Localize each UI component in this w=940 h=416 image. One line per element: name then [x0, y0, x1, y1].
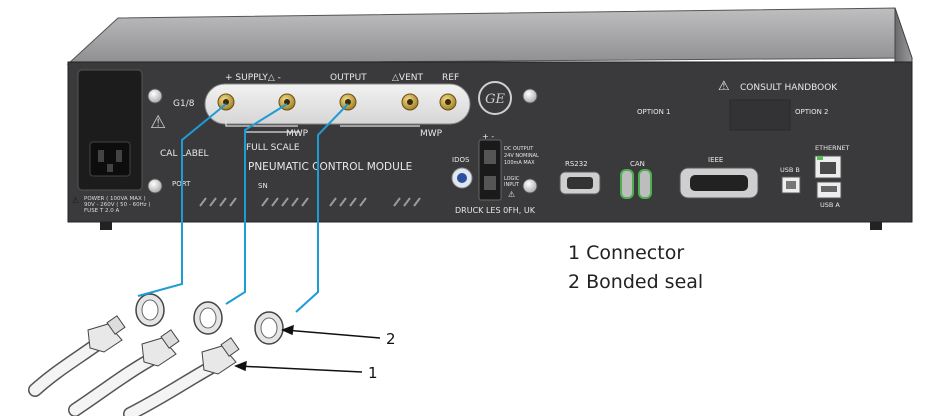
ieee-label: IEEE — [708, 156, 723, 164]
legend-item-connector: 1 Connector — [568, 242, 684, 264]
mwp-right-label: MWP — [420, 129, 443, 139]
bonded-seal — [254, 311, 284, 345]
power-text-2: 90V - 260V ( 50 - 60Hz ) — [84, 202, 151, 208]
option-1-label: OPTION 1 — [637, 108, 671, 116]
ethernet-port[interactable] — [814, 155, 842, 179]
power-text-1: POWER ( 100VA MAX ) — [84, 196, 146, 202]
module-title: PNEUMATIC CONTROL MODULE — [248, 161, 412, 173]
consult-handbook-label: CONSULT HANDBOOK — [740, 83, 838, 93]
callout-2: 2 — [386, 330, 396, 348]
port-labels: G1/8 + SUPPLY△ - OUTPUT △VENT REF MWP MW… — [160, 73, 459, 190]
idos-port[interactable] — [451, 167, 473, 189]
hose-connectors — [28, 315, 240, 416]
svg-text:+ -: + - — [482, 132, 494, 141]
dc-spec-1: 24V NOMINAL — [504, 153, 539, 159]
manufacturer-label: DRUCK LES 0FH, UK — [455, 206, 536, 215]
usb-b-label: USB B — [780, 166, 800, 174]
connector — [123, 337, 240, 416]
bonded-seal — [135, 293, 165, 327]
vent-label: △VENT — [392, 73, 423, 83]
option-2-label: OPTION 2 — [795, 108, 829, 116]
usb-a-label: USB A — [820, 201, 840, 209]
usb-a-port[interactable] — [816, 181, 842, 199]
svg-text:⚠: ⚠ — [718, 79, 730, 94]
pressure-port-plate — [204, 83, 471, 125]
panel-screws — [147, 88, 538, 194]
cal-label: CAL LABEL — [160, 149, 209, 159]
logic-input-label: LOGIC — [504, 176, 520, 182]
usb-b-port[interactable] — [781, 176, 801, 194]
comms-labels: ⚠ CONSULT HANDBOOK OPTION 1 OPTION 2 RS2… — [565, 79, 850, 209]
rs232-label: RS232 — [565, 160, 588, 168]
warning-icon: ⚠ — [150, 112, 166, 133]
svg-text:GE: GE — [485, 92, 505, 107]
mwp-left-label: MWP — [286, 129, 309, 139]
full-scale-label: FULL SCALE — [246, 143, 300, 153]
rs232-port[interactable] — [559, 171, 601, 195]
legend: 1 Connector 2 Bonded seal — [568, 242, 703, 293]
ieee-port[interactable] — [679, 167, 759, 199]
ge-logo: GE — [478, 81, 512, 115]
ethernet-label: ETHERNET — [815, 144, 850, 152]
bonded-seal — [193, 301, 223, 335]
bonded-seals — [135, 293, 284, 345]
legend-item-bonded-seal: 2 Bonded seal — [568, 271, 703, 293]
power-rating-label: ⚠ POWER ( 100VA MAX ) 90V - 260V ( 50 - … — [72, 196, 151, 214]
output-label: OUTPUT — [330, 73, 367, 83]
serial-strip — [199, 197, 421, 207]
logic-input-label-2: INPUT — [504, 182, 520, 188]
can-label: CAN — [630, 160, 645, 168]
callout-1: 1 — [368, 364, 378, 382]
can-ports[interactable] — [620, 169, 652, 199]
pressure-ports[interactable] — [217, 93, 457, 111]
ref-label: REF — [442, 73, 459, 83]
callout-arrows — [234, 324, 381, 373]
serial-number-label: SN — [258, 182, 268, 190]
option-slot — [729, 99, 791, 131]
dc-output-labels: + - DC OUTPUT 24V NOMINAL 100mA MAX LOGI… — [482, 132, 539, 199]
g18-label: G1/8 — [173, 99, 195, 109]
dc-output-label: DC OUTPUT — [504, 146, 534, 152]
warning-icon: ⚠ — [72, 196, 79, 205]
supply-label: + SUPPLY△ - — [225, 73, 281, 83]
idos-label: IDOS — [452, 156, 470, 164]
dc-spec-2: 100mA MAX — [504, 160, 535, 166]
dc-output-terminal[interactable] — [478, 139, 502, 201]
connector — [28, 315, 126, 397]
power-text-3: FUSE T 2.0 A — [84, 208, 120, 214]
power-inlet[interactable] — [77, 69, 143, 191]
leader-lines — [137, 103, 349, 313]
svg-text:⚠: ⚠ — [508, 190, 515, 199]
connector — [68, 329, 180, 416]
